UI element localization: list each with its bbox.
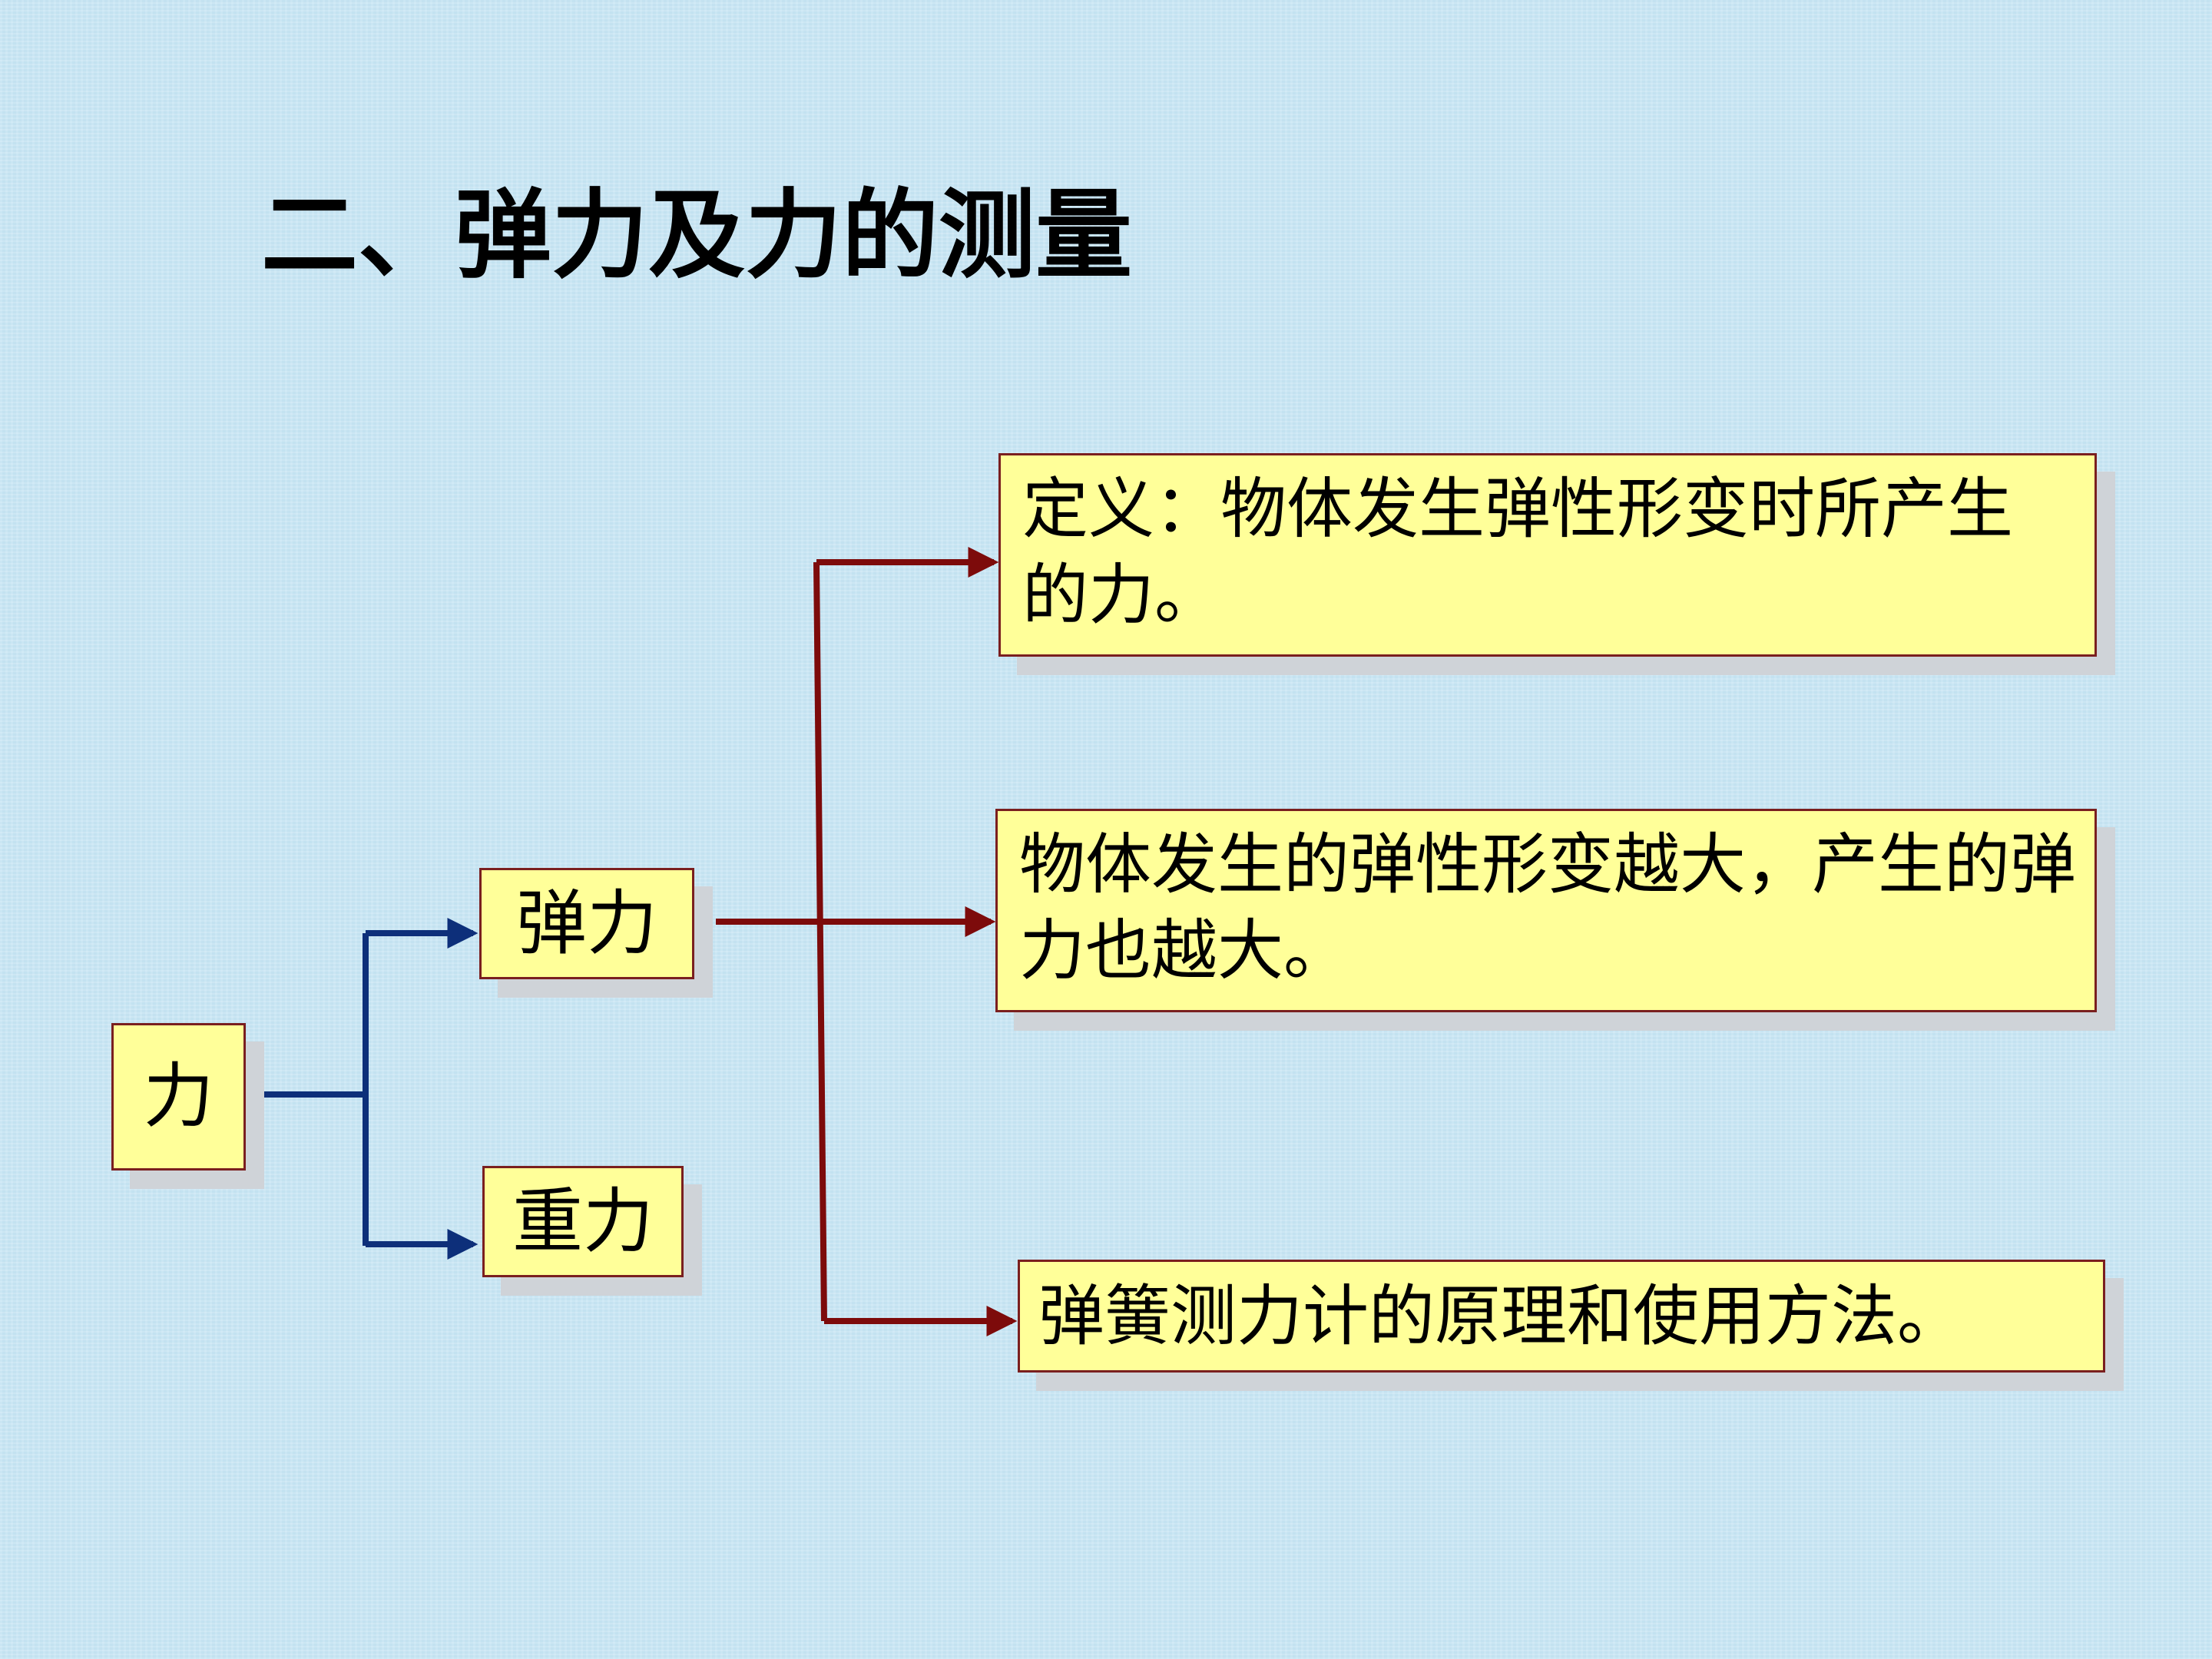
slide-title: 二、弹力及力的测量: [261, 179, 1132, 292]
connector-red-vertical: [813, 561, 827, 1322]
node-elastic-force: 弹力: [479, 868, 694, 979]
leaf-relation: 物体发生的弹性形变越大，产生的弹力也越大。: [995, 809, 2097, 1012]
leaf-definition: 定义：物体发生弹性形变时所产生的力。: [998, 453, 2097, 657]
node-gravity: 重力: [482, 1166, 684, 1277]
node-force: 力: [111, 1023, 246, 1171]
leaf-measurement: 弹簧测力计的原理和使用方法。: [1018, 1260, 2105, 1373]
